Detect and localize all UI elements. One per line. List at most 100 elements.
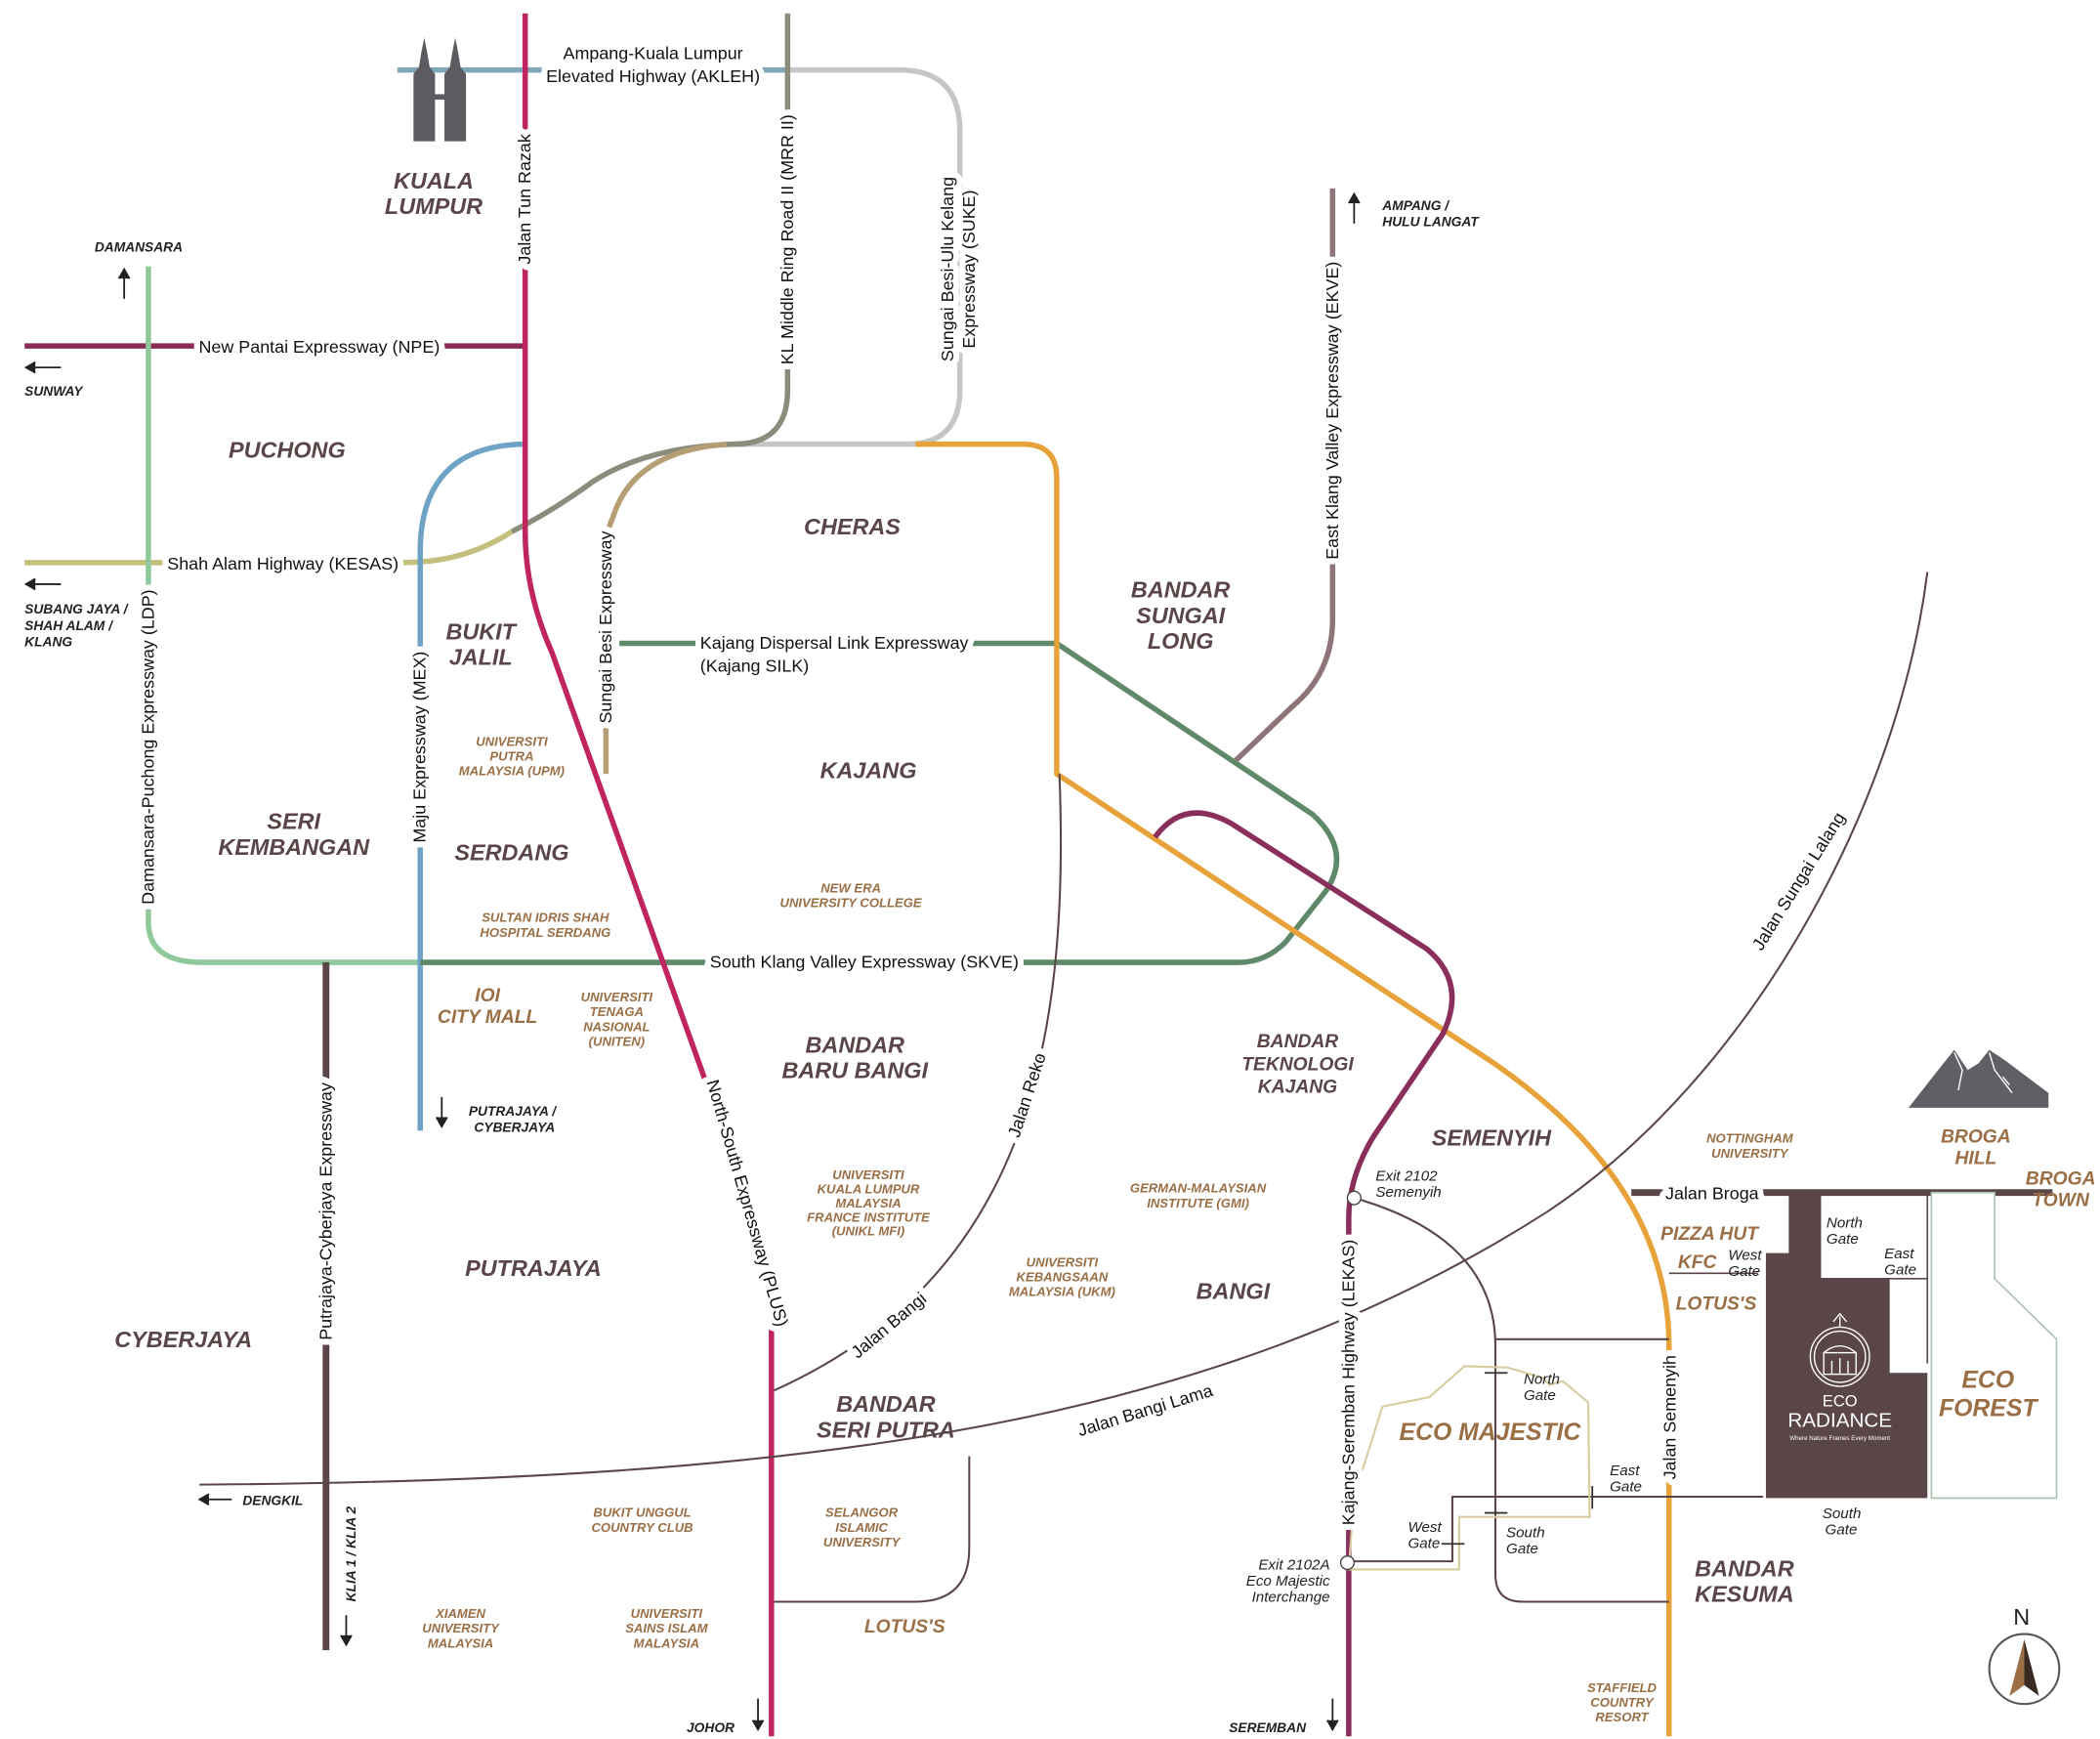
dir-dengkil: DENGKIL <box>242 1493 303 1507</box>
arrow-left-icon <box>23 577 62 591</box>
dir-klia: KLIA 1 / KLIA 2 <box>344 1506 358 1601</box>
dir-johor: JOHOR <box>687 1720 735 1735</box>
tun-razak-label: Jalan Tun Razak <box>515 134 534 264</box>
eco-majestic-gate-ticks <box>1441 1372 1594 1546</box>
north-compass-icon: N <box>1988 1604 2061 1706</box>
eco-radiance-name-top: ECO <box>1823 1392 1858 1411</box>
poi-pizza-hut: PIZZA HUT <box>1660 1224 1760 1245</box>
eco-radiance-name: RADIANCE <box>1787 1409 1892 1431</box>
dir-damansara: DAMANSARA <box>95 240 183 255</box>
dir-seremban: SEREMBAN <box>1229 1720 1307 1735</box>
ekve-road <box>1234 188 1336 763</box>
jalan-semenyih-road <box>915 441 1672 1737</box>
broga-hill-mountain-icon <box>1908 1049 2049 1108</box>
arrow-down-icon <box>751 1698 765 1732</box>
lekas-road <box>1153 810 1455 1737</box>
jalan-bangi-lama-label: Jalan Bangi Lama <box>1075 1380 1215 1440</box>
direction-arrows <box>23 191 1361 1732</box>
exit-2102a-marker[interactable] <box>1339 1554 1356 1571</box>
eco-radiance-plot[interactable] <box>1765 1192 1928 1499</box>
arrow-up-icon <box>117 267 131 299</box>
area-kajang: KAJANG <box>820 757 917 783</box>
road-network <box>24 13 2053 1737</box>
exit-2102-marker[interactable] <box>1346 1190 1362 1206</box>
arrow-down-icon <box>435 1096 448 1128</box>
poi-kfc: KFC <box>1678 1252 1718 1273</box>
semenyih-local-road <box>1354 1197 1669 1603</box>
area-bangi: BANGI <box>1197 1278 1271 1303</box>
poi-eco-majestic: ECO MAJESTIC <box>1400 1420 1582 1446</box>
mex-road <box>417 441 524 1131</box>
jalan-bangi-label: Jalan Bangi <box>848 1289 931 1362</box>
mex-label: Maju Expressway (MEX) <box>410 652 430 843</box>
eco-radiance-logo: ECO RADIANCE Where Nature Frames Every M… <box>1787 1312 1892 1442</box>
mrr2-label: KL Middle Ring Road II (MRR II) <box>777 114 797 364</box>
compass-north-label: N <box>2013 1604 2030 1630</box>
jalan-bangi-lama-branch <box>774 1456 971 1603</box>
dir-subang: SUBANG JAYA /SHAH ALAM /KLANG <box>24 602 129 649</box>
poi-lotuss-seri-putra: LOTUS'S <box>864 1617 945 1637</box>
area-puchong: PUCHONG <box>229 437 346 462</box>
jalan-reko-road <box>774 774 1063 1392</box>
eco-majestic-boundary[interactable] <box>1347 1365 1591 1571</box>
arrow-left-icon <box>197 1493 232 1506</box>
lekas-label: Kajang-Seremban Highway (LEKAS) <box>1338 1240 1358 1526</box>
sungai-besi-road <box>603 441 728 775</box>
kesas-label: Shah Alam Highway (KESAS) <box>167 554 399 573</box>
npe-label: New Pantai Expressway (NPE) <box>199 337 441 357</box>
skve-label: South Klang Valley Expressway (SKVE) <box>710 953 1019 972</box>
sungai-besi-label: Sungai Besi Expressway <box>596 530 615 723</box>
eco-radiance-access-road <box>1668 1192 1929 1364</box>
area-serdang: SERDANG <box>454 839 568 865</box>
plus-road <box>522 13 775 1737</box>
plus-label: North-South Expressway (PLUS) <box>703 1078 792 1329</box>
jalan-semenyih-label: Jalan Semenyih <box>1660 1355 1680 1479</box>
putrajaya-cyberjaya-label: Putrajaya-Cyberjaya Expressway <box>315 1082 335 1340</box>
eco-forest-boundary[interactable] <box>1930 1191 2058 1500</box>
jalan-bangi-lama-road <box>199 572 1929 1486</box>
poi-lotuss-semenyih: LOTUS'S <box>1676 1294 1757 1315</box>
ekve-label: East Klang Valley Expressway (EKVE) <box>1323 262 1342 560</box>
area-putrajaya: PUTRAJAYA <box>465 1255 602 1281</box>
area-semenyih: SEMENYIH <box>1432 1124 1552 1150</box>
area-cyberjaya: CYBERJAYA <box>114 1327 252 1352</box>
area-cheras: CHERAS <box>804 514 901 539</box>
dir-putrajaya-cyberjaya: PUTRAJAYA /CYBERJAYA <box>469 1104 558 1135</box>
